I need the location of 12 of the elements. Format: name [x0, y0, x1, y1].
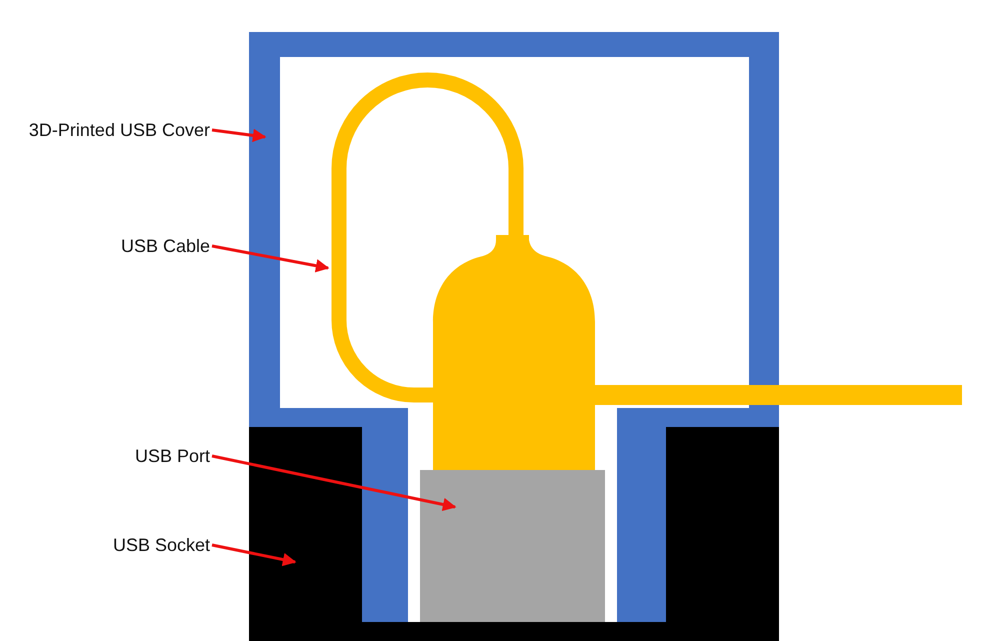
part-label: 3D-Printed USB Cover	[28, 119, 210, 141]
usb-socket	[249, 427, 779, 641]
part-label: USB Port	[134, 445, 210, 467]
usb-cover	[249, 32, 779, 622]
leader-arrow	[212, 128, 266, 142]
usb-cable	[332, 72, 962, 470]
usb-port	[420, 470, 605, 622]
leader-arrow	[212, 454, 456, 512]
part-label: USB Cable	[120, 235, 210, 257]
leader-arrow	[212, 544, 296, 566]
part-label: USB Socket	[112, 534, 210, 556]
leader-arrow	[212, 244, 330, 272]
